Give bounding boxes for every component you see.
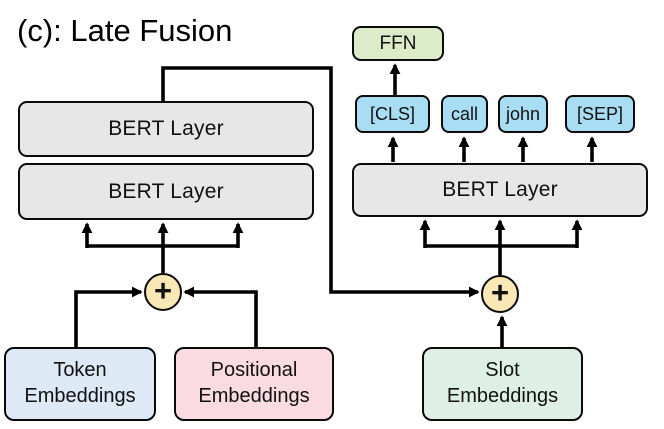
ffn-box: FFN	[352, 26, 444, 61]
left-add-node: +	[144, 273, 182, 311]
edge-late-fusion	[161, 66, 480, 298]
token-john: john	[498, 95, 548, 133]
positional-embeddings-line1: Positional	[210, 359, 298, 382]
token-embeddings-box: Token Embeddings	[4, 347, 156, 421]
positional-embeddings-line2: Embeddings	[198, 385, 310, 407]
left-bert-layer-top: BERT Layer	[18, 101, 314, 157]
token-cls: [CLS]	[355, 95, 430, 133]
figure-title: (c): Late Fusion	[17, 13, 233, 48]
slot-embeddings-box: Slot Embeddings	[422, 347, 583, 421]
right-add-node: +	[481, 275, 519, 313]
left-bert-layer-bottom: BERT Layer	[18, 163, 314, 220]
right-bert-layer: BERT Layer	[352, 163, 648, 217]
slot-embeddings-line2: Embeddings	[446, 385, 559, 407]
token-embeddings-line2: Embeddings	[24, 385, 136, 407]
edge-pos-emb-to-add	[183, 286, 258, 348]
positional-embeddings-box: Positional Embeddings	[174, 347, 334, 421]
token-sep: [SEP]	[565, 95, 635, 133]
token-call: call	[441, 95, 488, 133]
slot-embeddings-line1: Slot	[485, 359, 520, 382]
edge-token-emb-to-add	[74, 286, 143, 348]
token-embeddings-line1: Token	[53, 359, 107, 382]
